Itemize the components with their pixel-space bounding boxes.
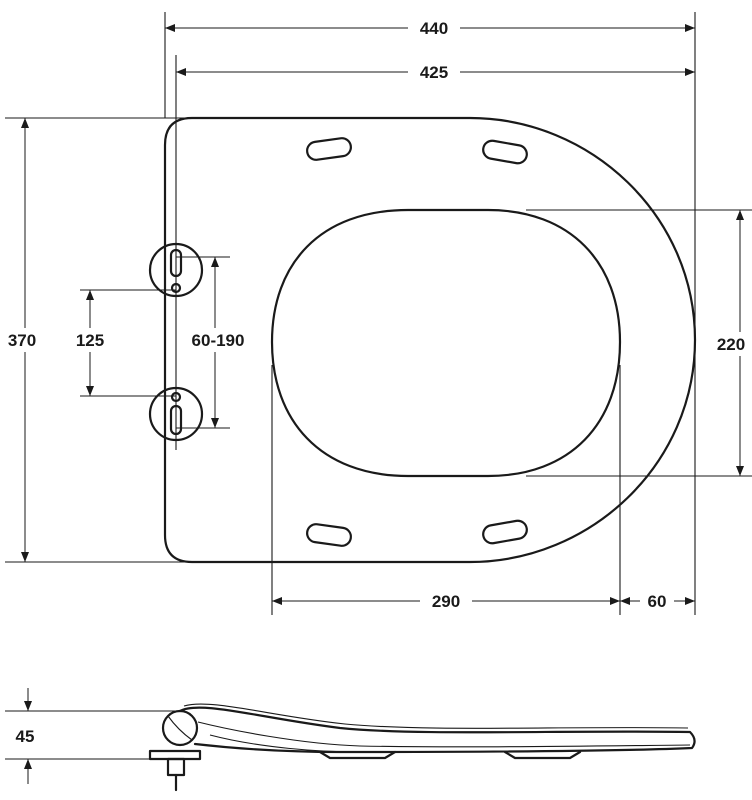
buffer-slots: [306, 137, 528, 547]
side-view: 45: [5, 688, 696, 792]
extension-lines: [5, 12, 752, 615]
buffer-slot: [482, 139, 528, 165]
dim-hinge-to-end: 425: [420, 63, 448, 82]
dim-hinge-adjust-range: 60-190: [192, 331, 245, 350]
buffer-slot: [306, 137, 352, 161]
dim-total-width: 440: [420, 19, 448, 38]
buffer-slot: [482, 519, 528, 545]
dim-front-rim: 60: [648, 592, 667, 611]
seat-outline: [163, 116, 697, 564]
side-bolt-nut: [166, 757, 186, 777]
dim-opening-length: 290: [432, 592, 460, 611]
dim-side-height: 45: [16, 727, 35, 746]
dimension-lines: [21, 24, 744, 605]
top-view: 440 425 370 125 60-190 220 290 60: [2, 12, 752, 615]
seat-opening: [270, 208, 622, 478]
dim-hinge-spacing: 125: [76, 331, 104, 350]
dim-total-length: 370: [8, 331, 36, 350]
side-bolt-head: [148, 749, 202, 761]
buffer-slot: [306, 523, 352, 547]
dim-opening-width: 220: [717, 335, 745, 354]
